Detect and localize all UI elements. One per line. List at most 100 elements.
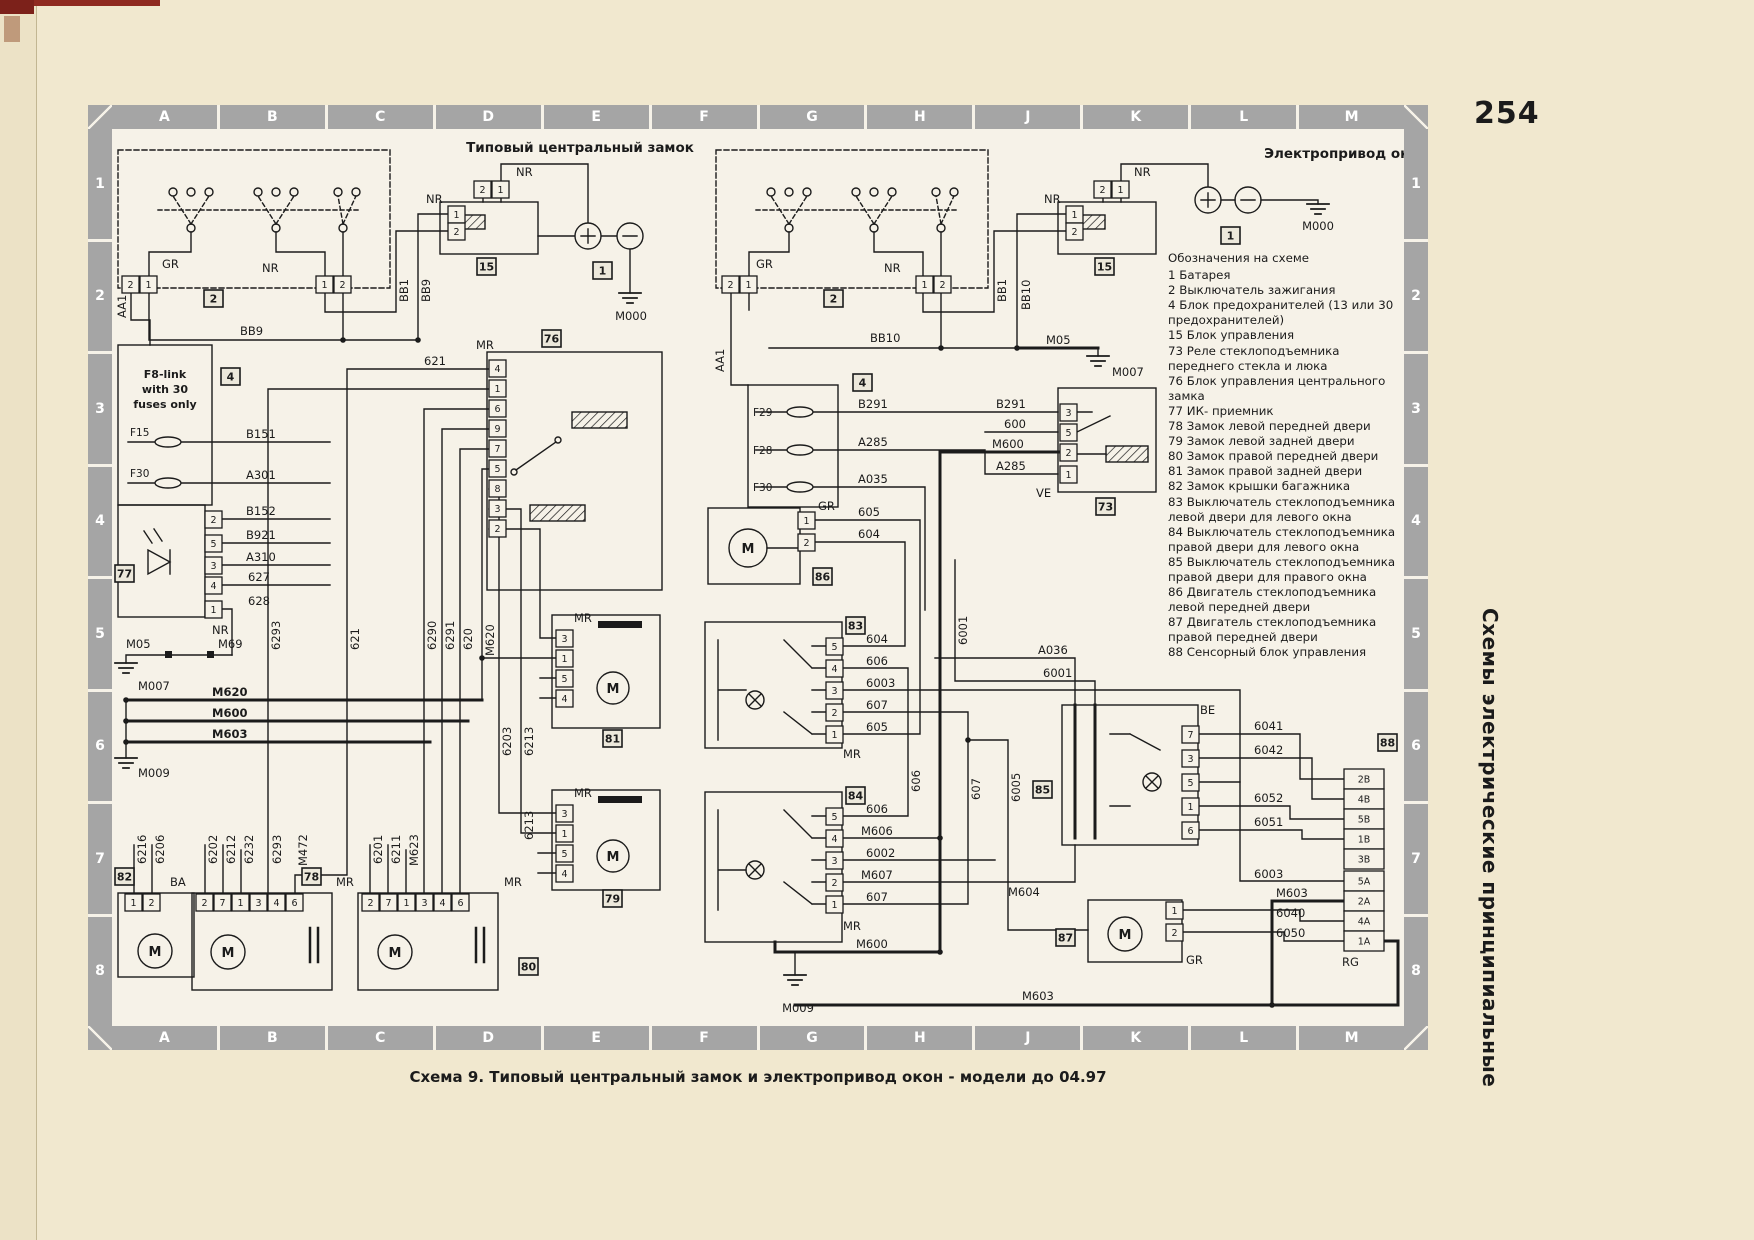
pin-cell	[555, 864, 574, 883]
wire-label: M603	[212, 727, 247, 741]
wire-label: 6212	[224, 835, 238, 864]
pin-number: 3	[494, 504, 500, 515]
wire-label: NR	[1134, 165, 1151, 179]
window-relay	[1057, 387, 1157, 493]
wire-label: M007	[138, 679, 170, 693]
wire-label: 607	[866, 698, 888, 712]
legend-item: 4 Блок предохранителей (13 или 30 предох…	[1168, 298, 1394, 328]
pin-number: 2	[1071, 227, 1077, 238]
legend-item: 15 Блок управления	[1168, 328, 1295, 343]
pin-cell	[825, 659, 844, 678]
wire-label: NR	[516, 165, 533, 179]
pin-cell	[825, 703, 844, 722]
grid-col-label: D	[435, 105, 541, 129]
component-ref: 86	[815, 571, 831, 584]
wire-label: M600	[992, 437, 1024, 451]
wire-label: NR	[426, 192, 443, 206]
wire-label: 6211	[389, 835, 403, 864]
grid-col-label: H	[867, 105, 973, 129]
grid-row-label: 1	[1404, 129, 1428, 239]
pin-number: 7	[494, 444, 500, 455]
component-ref: 73	[1098, 501, 1113, 514]
wire-label: 6293	[270, 835, 284, 864]
pin-cell	[488, 459, 507, 478]
legend-item: 78 Замок левой передней двери	[1168, 419, 1371, 434]
pin-number: 1	[831, 900, 837, 911]
grid-row-label: 5	[1404, 579, 1428, 689]
component-ref-box	[592, 261, 613, 280]
wire-label: 6002	[866, 846, 895, 860]
wire-label: BB10	[870, 331, 900, 345]
grid-col-label: L	[1191, 105, 1297, 129]
component-ref-box	[845, 616, 866, 635]
wire-label: M620	[483, 624, 497, 656]
pin-number: 2	[494, 524, 500, 535]
pin-cell	[315, 275, 334, 294]
legend-item: 81 Замок правой задней двери	[1168, 464, 1363, 479]
pin-cell	[1181, 821, 1200, 840]
window-switch-84	[704, 791, 843, 943]
component-ref-box	[1094, 257, 1115, 276]
wire-label: MR	[843, 747, 861, 761]
pin-number: 1	[1187, 802, 1193, 813]
pin-number: 1	[745, 280, 751, 291]
wire-label: MR	[574, 611, 592, 625]
grid-col-label: F	[651, 1026, 757, 1050]
pin-number: 2	[148, 898, 154, 909]
legend-item: 76 Блок управления центрального замка	[1168, 373, 1386, 403]
wire-label: M000	[615, 309, 647, 323]
pin-number: 5	[210, 539, 216, 550]
wire-label: F28	[753, 445, 772, 457]
component-ref-box	[602, 729, 623, 748]
pin-number: 1	[497, 185, 503, 196]
pin-number: 1	[1071, 210, 1077, 221]
control-unit-15-right	[1057, 201, 1157, 255]
grid-col-label: C	[327, 105, 433, 129]
component-ref: 2	[830, 293, 838, 306]
pin-cell	[204, 556, 223, 575]
wire-label: NR	[212, 623, 229, 637]
wire-label: RG	[1342, 955, 1359, 969]
wire-label: M007	[1112, 365, 1144, 379]
grid-row-label: 1	[88, 129, 112, 239]
pin-cell	[825, 851, 844, 870]
pin-number: 3	[421, 898, 427, 909]
legend-item: 77 ИК- приемник	[1168, 403, 1274, 418]
pin-cell	[204, 576, 223, 595]
component-ref: 15	[479, 261, 494, 274]
wire-label: 6005	[1009, 773, 1023, 802]
pin-cell	[415, 893, 434, 912]
legend-item: 86 Двигатель стеклоподъемника левой пере…	[1168, 585, 1377, 615]
pin-cell	[1093, 180, 1112, 199]
wire-label: VE	[1036, 486, 1051, 500]
grid-col-label: B	[219, 1026, 325, 1050]
pin-cell	[204, 510, 223, 529]
pin-number: 2	[479, 185, 485, 196]
pin-number: 4B	[1358, 795, 1371, 806]
legend-title: Обозначения на схеме	[1168, 251, 1310, 265]
battery-symbol	[574, 222, 644, 250]
pin-number: 1	[561, 829, 567, 840]
wire-label: M600	[212, 706, 247, 720]
pin-number: 1	[321, 280, 327, 291]
wire-label: B291	[996, 397, 1026, 411]
wire-label: 6050	[1276, 926, 1305, 940]
front-left-lock-motor	[191, 892, 333, 991]
pin-cell	[204, 600, 223, 619]
pin-number: 1	[403, 898, 409, 909]
pin-cell	[825, 681, 844, 700]
wire-bundle-76	[267, 368, 557, 895]
component-ref-box	[114, 867, 135, 886]
pin-cell	[825, 725, 844, 744]
wire-label: A285	[858, 435, 888, 449]
pin-cell	[1059, 443, 1078, 462]
wire-label: 600	[1004, 417, 1026, 431]
wire-label: 6201	[371, 835, 385, 864]
legend-item: 2 Выключатель зажигания	[1168, 283, 1336, 298]
pin-number: 4	[439, 898, 445, 909]
wire-label: GR	[1186, 953, 1203, 967]
wire-label: A035	[858, 472, 888, 486]
ignition-switch-left	[117, 149, 391, 289]
